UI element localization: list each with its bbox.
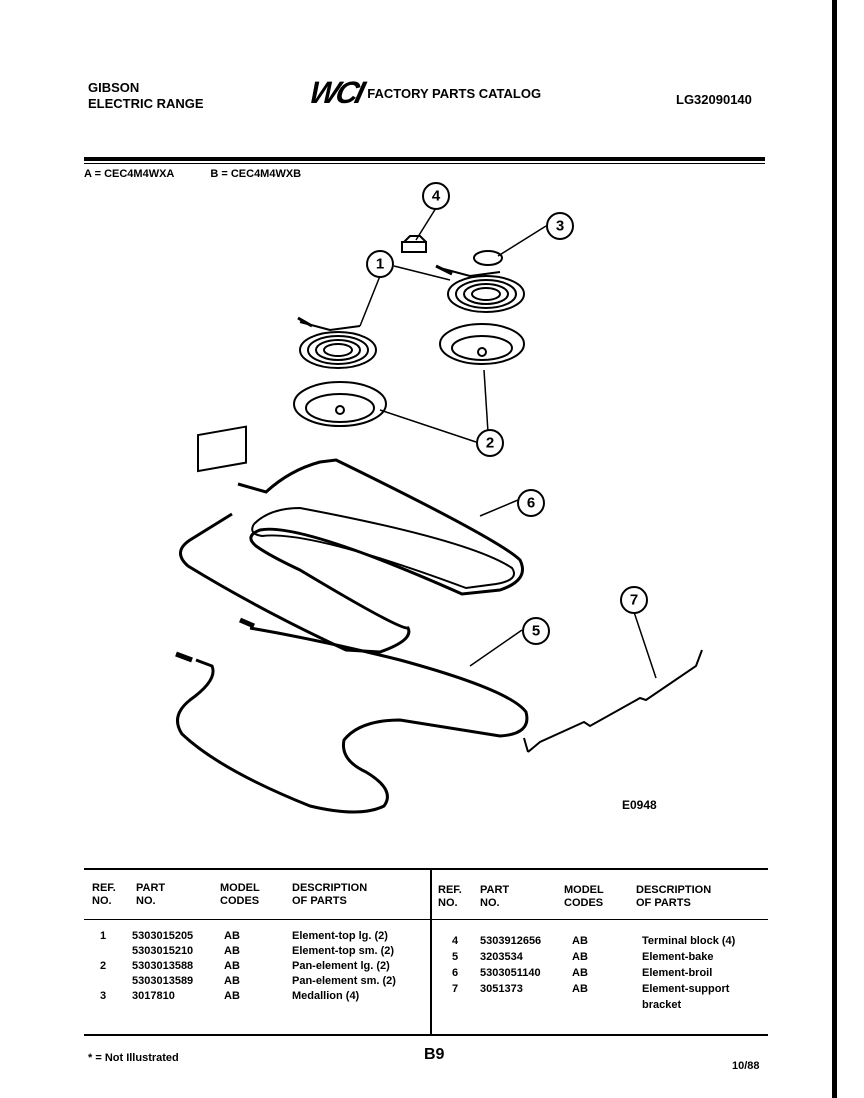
model-codes: AB	[572, 967, 588, 979]
table-header-rule-left	[84, 919, 430, 920]
manufacturer-block: GIBSON ELECTRIC RANGE	[88, 80, 204, 112]
page-number: B9	[424, 1046, 445, 1063]
part-description: Element-broil	[642, 967, 713, 979]
table-header-rule-right	[432, 919, 768, 920]
ref-no: 2	[100, 960, 107, 972]
table-bottom-rule	[84, 1034, 768, 1036]
callout-circle-3	[546, 212, 574, 240]
model-codes: AB	[224, 960, 240, 972]
part-no: 3051373	[480, 983, 523, 995]
ref-no: 4	[452, 935, 459, 947]
callout-circle-7	[620, 586, 648, 614]
callout-label-3: 3	[556, 218, 564, 235]
part-no: 5303015205	[132, 930, 194, 942]
ref-no: 3	[100, 990, 107, 1002]
col-header-part-right: PART NO.	[480, 884, 510, 909]
part-description: bracket	[642, 999, 682, 1011]
part-no: 5303051140	[480, 967, 541, 979]
col-header-desc-left: DESCRIPTION OF PARTS	[292, 882, 368, 907]
callout-circle-6	[517, 489, 545, 517]
callout-label-4: 4	[432, 188, 441, 205]
ref-no: 6	[452, 967, 459, 979]
callout-circle-5	[522, 617, 550, 645]
product-type: ELECTRIC RANGE	[88, 96, 204, 111]
bake-element-terminal-2	[175, 651, 193, 663]
bake-element	[176, 626, 529, 814]
model-codes: AB	[572, 951, 588, 963]
catalog-title-block: WCI FACTORY PARTS CATALOG	[306, 75, 542, 110]
part-description: Element-top lg. (2)	[292, 930, 388, 942]
part-description: Pan-element lg. (2)	[292, 960, 390, 972]
col-header-desc-right: DESCRIPTION OF PARTS	[636, 884, 712, 909]
model-codes: AB	[572, 983, 588, 995]
part-description: Element-support	[642, 983, 730, 995]
part-no: 3203534	[480, 951, 523, 963]
model-codes: AB	[224, 930, 240, 942]
callout-circle-2	[476, 429, 504, 457]
drip-pan-small	[439, 323, 525, 365]
footnote-not-illustrated: * = Not Illustrated	[88, 1052, 179, 1064]
page-edge-border	[832, 0, 837, 1098]
callout-label-5: 5	[532, 623, 540, 640]
model-a-label: A = CEC4M4WXA	[84, 168, 175, 180]
part-description: Element-bake	[642, 951, 714, 963]
part-description: Pan-element sm. (2)	[292, 975, 396, 987]
callout-label-1: 1	[376, 256, 384, 273]
model-codes: AB	[224, 975, 240, 987]
col-header-ref-right: REF. NO.	[438, 884, 462, 909]
model-codes: AB	[224, 990, 240, 1002]
callout-circle-4	[422, 182, 450, 210]
header-rule-thin	[84, 163, 765, 164]
col-header-model-right: MODEL CODES	[564, 884, 604, 909]
model-b-label: B = CEC4M4WXB	[210, 168, 302, 180]
model-codes: AB	[572, 935, 588, 947]
callout-circle-1	[366, 250, 394, 278]
drip-pan-large	[293, 381, 387, 427]
broil-element-mount-plate	[197, 425, 247, 473]
callout-leaders	[359, 207, 657, 679]
catalog-title: FACTORY PARTS CATALOG	[367, 85, 542, 101]
col-header-part-left: PART NO.	[136, 882, 166, 907]
element-support-bracket	[523, 649, 703, 753]
terminal-block	[401, 235, 427, 253]
ref-no: 1	[100, 930, 107, 942]
part-no: 5303912656	[480, 935, 542, 947]
part-no: 5303013588	[132, 960, 194, 972]
broil-element	[179, 458, 524, 654]
model-legend: A = CEC4M4WXA B = CEC4M4WXB	[84, 168, 301, 180]
ref-no: 7	[452, 983, 459, 995]
header-rule-thick	[84, 157, 765, 161]
col-header-model-left: MODEL CODES	[220, 882, 260, 907]
col-header-ref-left: REF. NO.	[92, 882, 116, 907]
part-no: 3017810	[132, 990, 175, 1002]
table-center-divider	[430, 870, 432, 1036]
callout-label-2: 2	[486, 435, 494, 452]
part-description: Medallion (4)	[292, 990, 360, 1002]
part-description: Terminal block (4)	[642, 935, 736, 947]
callout-label-6: 6	[527, 495, 535, 512]
part-description: Element-top sm. (2)	[292, 945, 395, 957]
part-no: 5303015210	[132, 945, 194, 957]
medallion	[473, 250, 503, 266]
figure-code: E0948	[622, 798, 657, 812]
manufacturer-name: GIBSON	[88, 80, 140, 95]
ref-no: 5	[452, 951, 459, 963]
part-no: 5303013589	[132, 975, 194, 987]
model-codes: AB	[224, 945, 240, 957]
surface-element-large	[297, 316, 377, 369]
table-top-rule	[84, 868, 768, 870]
bake-element-terminal	[239, 617, 255, 629]
catalog-date: 10/88	[732, 1060, 760, 1072]
catalog-number: LG32090140	[676, 92, 752, 107]
callout-label-7: 7	[630, 592, 638, 609]
surface-element-small	[435, 264, 525, 313]
